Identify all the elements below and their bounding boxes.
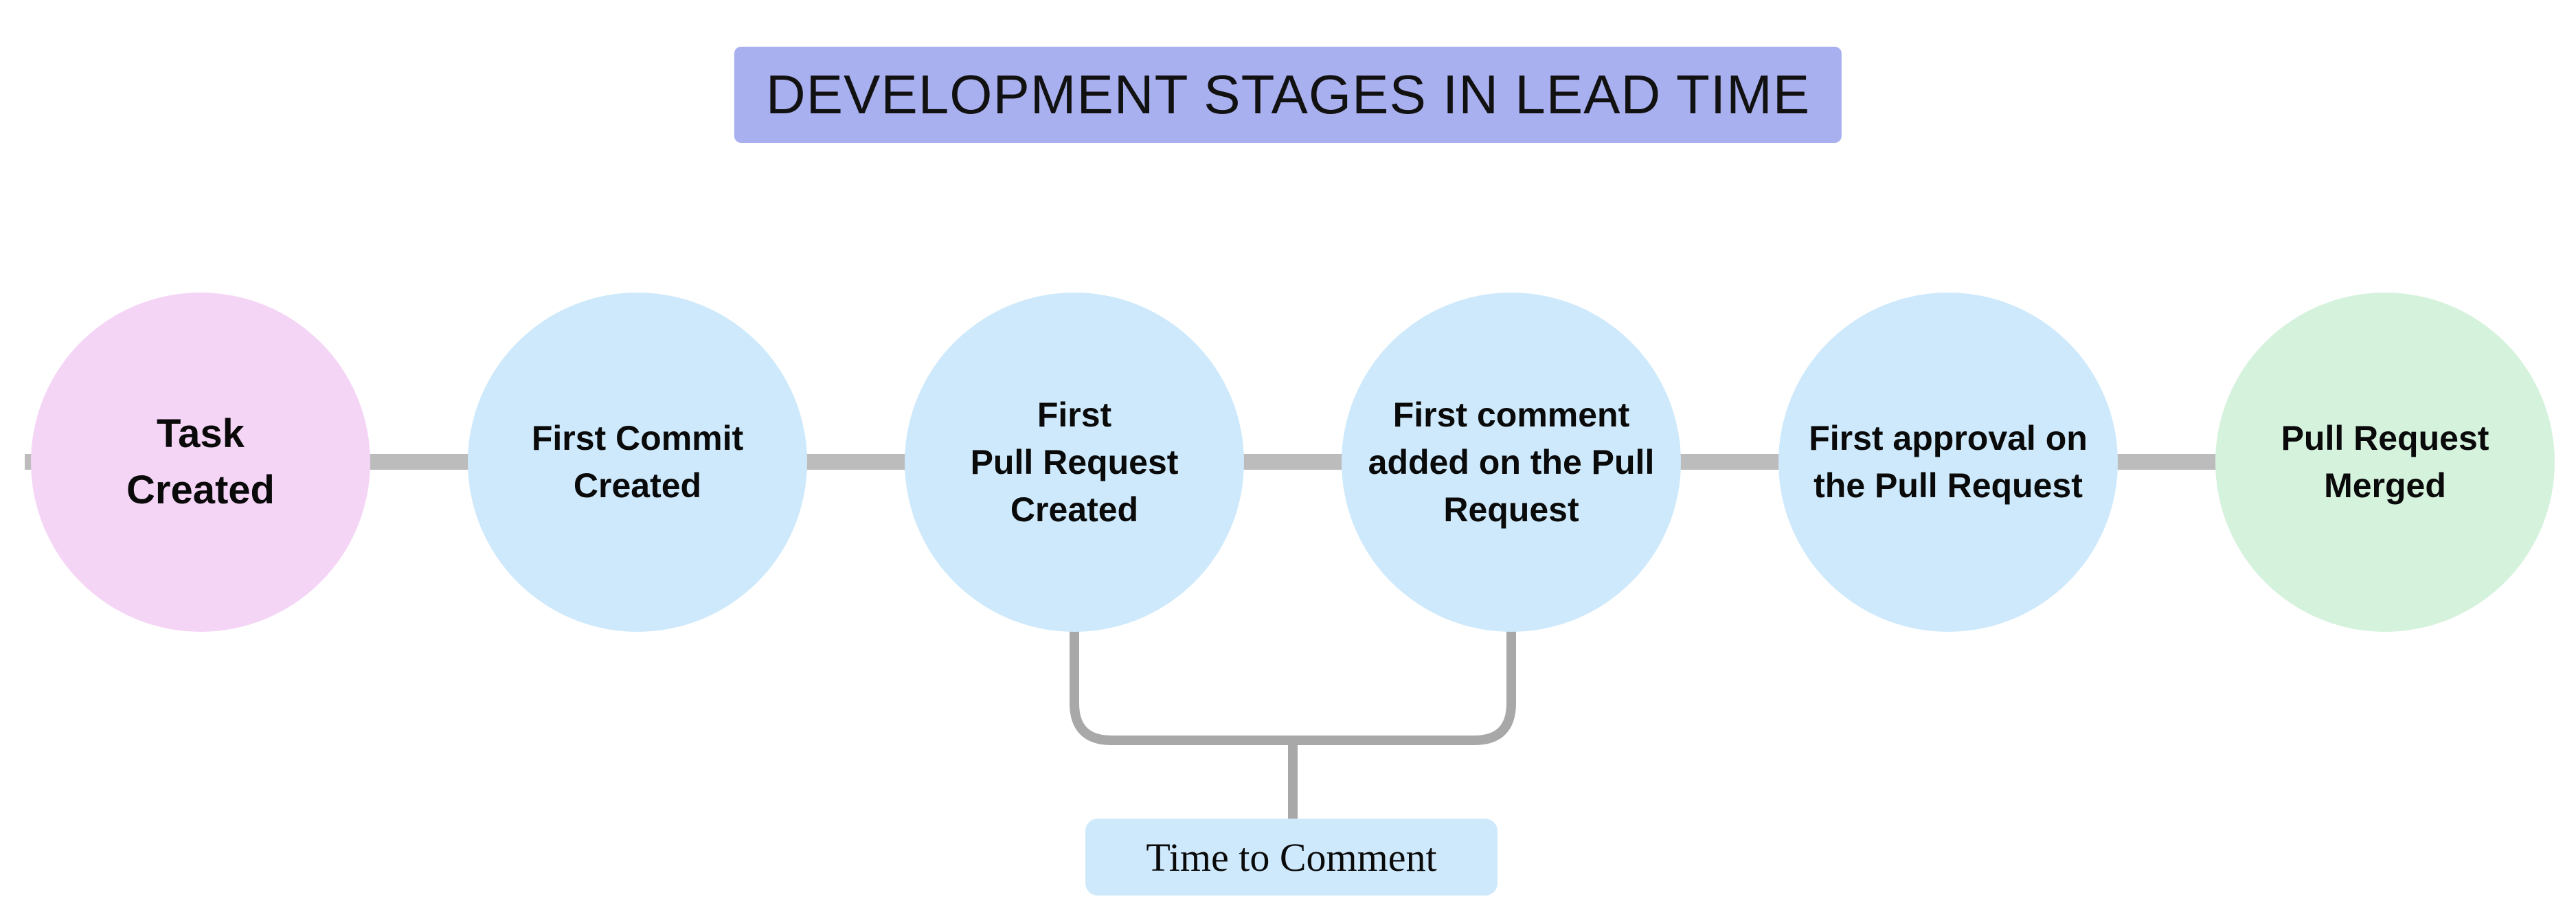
stage-label-line: Task <box>157 411 245 456</box>
stage-label-line: added on the Pull <box>1368 442 1655 481</box>
stage-label-line: First approval on <box>1809 419 2088 457</box>
stage-label-line: First Commit <box>531 419 744 457</box>
stage-node-first-approval: First approval on the Pull Request <box>1778 293 2118 632</box>
stage-node-first-pull-request-created: First Pull Request Created <box>905 293 1244 632</box>
stage-label-line: First <box>1037 395 1112 434</box>
stage-label-line: First comment <box>1392 395 1630 434</box>
stage-label-line: Pull Request <box>2281 419 2489 457</box>
time-to-comment-label: Time to Comment <box>1085 819 1498 896</box>
stage-label-line: Merged <box>2324 466 2446 505</box>
diagram-title: DEVELOPMENT STAGES IN LEAD TIME <box>734 47 1842 143</box>
stage-label-line: Created <box>1010 490 1139 529</box>
bracket-path <box>1070 626 1516 823</box>
stage-label-line: Request <box>1443 490 1579 529</box>
stage-label-line: Created <box>573 466 702 505</box>
stage-node-first-comment-added: First comment added on the Pull Request <box>1342 293 1681 632</box>
stage-label-line: the Pull Request <box>1814 466 2083 505</box>
stage-node-task-created: Task Created <box>31 293 370 632</box>
stage-node-pull-request-merged: Pull Request Merged <box>2215 293 2555 632</box>
stage-node-first-commit-created: First Commit Created <box>468 293 807 632</box>
stage-label-line: Pull Request <box>970 442 1179 481</box>
stage-label-line: Created <box>126 468 275 512</box>
